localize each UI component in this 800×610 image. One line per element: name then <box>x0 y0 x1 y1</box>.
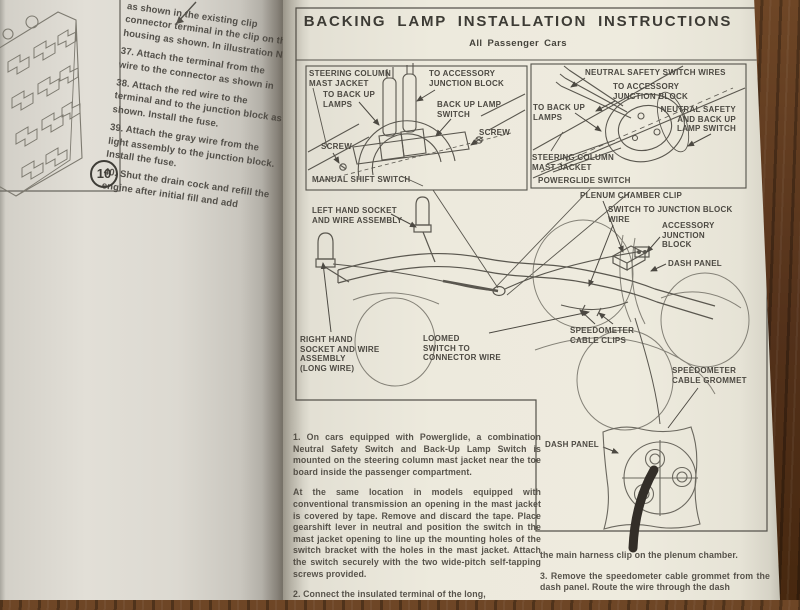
powerglide-switch-art <box>492 65 746 296</box>
chassis-frame-art <box>315 196 716 425</box>
label-back-up-lamp-switch: BACK UP LAMP SWITCH <box>437 100 502 119</box>
label-neutral-safety-and-back-up-lamp-switch: NEUTRAL SAFETY AND BACK UP LAMP SWITCH <box>660 105 736 133</box>
figure-number-badge: 10 <box>90 160 118 188</box>
label-manual-shift-switch: MANUAL SHIFT SWITCH <box>312 175 411 184</box>
paragraph: At the same location in models equipped … <box>293 487 541 579</box>
label-screw-left: SCREW <box>321 142 353 151</box>
paragraph: 3. Remove the speedometer cable grommet … <box>540 570 770 593</box>
label-right-hand-socket: RIGHT HAND SOCKET AND WIRE ASSEMBLY (LON… <box>300 335 380 373</box>
label-speedometer-cable-grommet: SPEEDOMETER CABLE GROMMET <box>672 366 747 385</box>
label-neutral-safety-switch-wires: NEUTRAL SAFETY SWITCH WIRES <box>585 68 726 77</box>
label-speedometer-cable-clips: SPEEDOMETER CABLE CLIPS <box>570 326 635 345</box>
grommet-inset-art <box>602 426 701 553</box>
instructions-left-column: 1. On cars equipped with Powerglide, a c… <box>293 432 541 600</box>
paragraph: 1. On cars equipped with Powerglide, a c… <box>293 432 541 477</box>
label-to-accessory-junction-block: TO ACCESSORY JUNCTION BLOCK <box>429 69 505 88</box>
diagram-line-art <box>295 7 768 553</box>
label-plenum-chamber-clip: PLENUM CHAMBER CLIP <box>580 191 683 200</box>
chassis-body-art <box>352 219 750 431</box>
label-to-back-up-lamps: TO BACK UP LAMPS <box>323 90 376 109</box>
chassis-arrows <box>320 200 699 454</box>
right-page: BACKING LAMP INSTALLATION INSTRUCTIONS A… <box>283 0 780 600</box>
label-dash-panel: DASH PANEL <box>668 259 722 268</box>
manual-shift-switch-art <box>307 63 526 289</box>
page-title: BACKING LAMP INSTALLATION INSTRUCTIONS <box>303 13 733 30</box>
powerglide-arrows <box>570 77 712 147</box>
instructions-right-column: the main harness clip on the plenum cham… <box>540 550 770 600</box>
page-subtitle: All Passenger Cars <box>469 38 567 49</box>
manual-shift-arrows <box>332 89 484 164</box>
left-page: 10 as shown in the existing clip connect… <box>0 0 292 600</box>
label-to-back-up-lamps-2: TO BACK UP LAMPS <box>533 103 586 122</box>
fuse-block-figure <box>0 0 197 197</box>
label-screw-right: SCREW <box>479 128 511 137</box>
label-steering-column-mast-jacket: STEERING COLUMN MAST JACKET <box>309 69 391 88</box>
label-powerglide-switch: POWERGLIDE SWITCH <box>538 176 631 185</box>
label-dash-panel-inset: DASH PANEL <box>545 440 599 449</box>
paragraph: 2. Connect the insulated terminal of the… <box>293 589 486 600</box>
label-to-accessory-junction-block-2: TO ACCESSORY JUNCTION BLOCK <box>613 82 689 101</box>
paragraph: the main harness clip on the plenum cham… <box>540 550 738 560</box>
label-steering-column-mast-jacket-2: STEERING COLUMN MAST JACKET <box>532 153 614 172</box>
figure-border <box>295 7 768 532</box>
label-accessory-junction-block: ACCESSORY JUNCTION BLOCK <box>662 221 715 249</box>
label-left-hand-socket: LEFT HAND SOCKET AND WIRE ASSEMBLY <box>312 206 403 225</box>
label-loomed-switch-wire: LOOMED SWITCH TO CONNECTOR WIRE <box>423 334 502 362</box>
label-switch-to-junction-block-wire: SWITCH TO JUNCTION BLOCK WIRE <box>608 205 733 224</box>
